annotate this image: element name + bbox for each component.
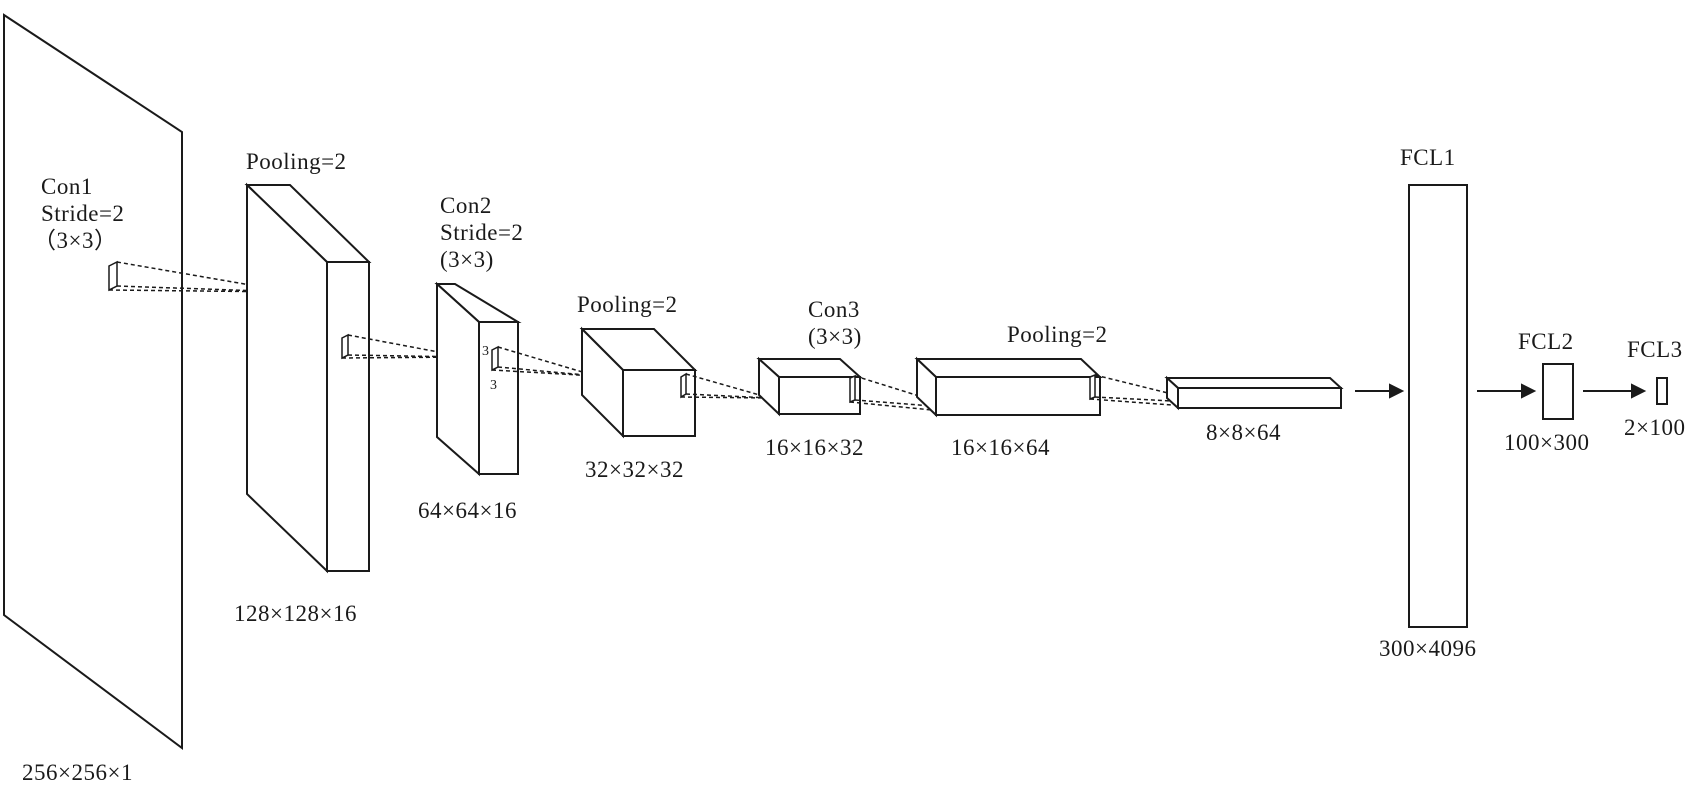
- input-plane: [3, 13, 183, 750]
- conv2-label-line3: (3×3): [440, 247, 494, 272]
- pool3-block: [914, 356, 1103, 418]
- pool2-op-label: Pooling=2: [577, 292, 678, 317]
- fcl2-dims-label: 100×300: [1504, 430, 1590, 455]
- conv3-label-line1: Con3: [808, 297, 860, 322]
- arrow-fcl1-to-fcl2: [1477, 383, 1537, 399]
- fcl2-name-label: FCL2: [1518, 329, 1574, 354]
- conv2-label-line2: Stride=2: [440, 220, 524, 245]
- pool3-kernel: [1089, 373, 1096, 401]
- pool2-dims-label: 32×32×32: [585, 457, 684, 482]
- conv1-label-line1: Con1: [41, 174, 93, 199]
- conv3-label-line2: (3×3): [808, 324, 862, 349]
- pool1-kernel: [341, 333, 349, 360]
- input-dims-label: 256×256×1: [22, 760, 133, 785]
- fcl3-dims-label: 2×100: [1624, 415, 1686, 440]
- pool1-op-label: Pooling=2: [246, 149, 347, 174]
- fcl1-dims-label: 300×4096: [1379, 636, 1477, 661]
- conv2-label-line1: Con2: [440, 193, 492, 218]
- flatten-block: [1164, 375, 1344, 411]
- conv3-kernel: [849, 374, 856, 404]
- conv2-block: [434, 281, 522, 477]
- pool3-op-label: Pooling=2: [1007, 322, 1108, 347]
- pool3-projection: [1089, 374, 1173, 406]
- conv3-dims-label: 16×16×32: [765, 435, 864, 460]
- pool2-kernel: [680, 372, 687, 399]
- arrow-flatten-to-fcl1: [1355, 383, 1405, 399]
- fcl2-rect: [1542, 363, 1574, 420]
- arrow-fcl2-to-fcl3: [1583, 383, 1647, 399]
- conv3-block: [756, 356, 863, 417]
- fcl1-name-label: FCL1: [1400, 145, 1456, 170]
- conv2-dims-label: 64×64×16: [418, 498, 517, 523]
- conv2-kernel: [491, 345, 499, 372]
- conv1-label-line3: （3×3）: [33, 228, 118, 253]
- pool2-projection: [680, 373, 771, 399]
- fcl3-rect: [1656, 377, 1668, 405]
- flatten-dims-label: 8×8×64: [1206, 420, 1281, 445]
- conv3-projection: [849, 375, 933, 411]
- conv2-kernel-mark-1: 3: [482, 344, 490, 359]
- pool2-block: [579, 326, 698, 439]
- conv1-kernel: [108, 260, 118, 292]
- fcl1-rect: [1408, 184, 1468, 628]
- conv2-projection: [491, 346, 597, 377]
- pool3-dims-label: 16×16×64: [951, 435, 1050, 460]
- pool1-block: [244, 182, 372, 574]
- conv2-kernel-mark-2: 3: [490, 378, 498, 393]
- conv1-label-line2: Stride=2: [41, 201, 125, 226]
- pool1-dims-label: 128×128×16: [234, 601, 357, 626]
- fcl3-name-label: FCL3: [1627, 337, 1683, 362]
